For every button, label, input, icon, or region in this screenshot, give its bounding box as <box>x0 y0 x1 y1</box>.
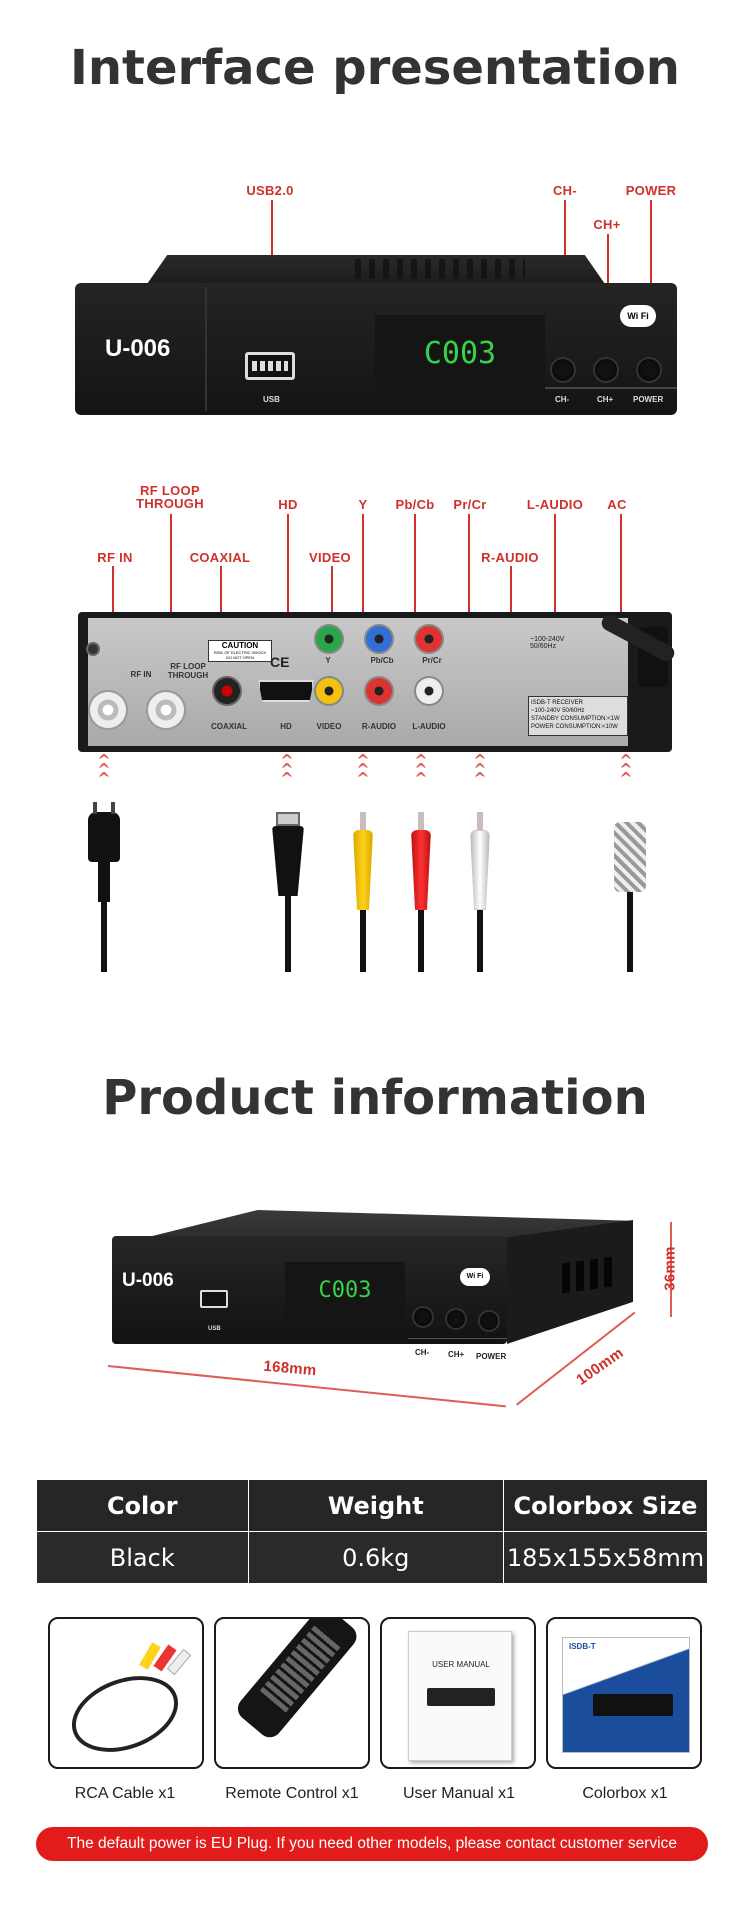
panel-label-rf-in: RF IN <box>130 670 152 679</box>
front-label-ch-minus: CH- <box>555 395 570 404</box>
wifi-badge: Wi Fi <box>620 305 656 327</box>
product-label-power: POWER <box>476 1352 507 1361</box>
panel-label-coaxial: COAXIAL <box>211 722 247 731</box>
callout-ac: AC <box>607 497 627 512</box>
panel-label-l-audio: L-AUDIO <box>412 722 446 731</box>
callout-rf-loop: RF LOOP THROUGH <box>136 483 204 511</box>
callout-rf-in: RF IN <box>97 550 133 565</box>
front-label-ch-plus: CH+ <box>597 395 614 404</box>
spec-header-colorbox: Colorbox Size <box>503 1479 708 1532</box>
hd-port-icon <box>258 680 314 702</box>
product-title: Product information <box>102 1070 648 1126</box>
callout-ch-plus: CH+ <box>593 217 621 232</box>
pb-port-icon <box>364 624 394 654</box>
red-rca-icon <box>408 812 434 972</box>
product-label-ch-minus: CH- <box>415 1348 430 1357</box>
product-usb-label: USB <box>208 1326 221 1332</box>
dim-height: 36mm <box>661 1246 679 1291</box>
panel-voltage: ~100-240V 50/60Hz <box>530 636 565 650</box>
yellow-rca-icon <box>350 812 376 972</box>
colorbox-brand: ISDB-T <box>569 1642 596 1651</box>
panel-label-video: VIDEO <box>316 722 342 731</box>
callout-power: POWER <box>625 183 677 198</box>
notice-banner: The default power is EU Plug. If you nee… <box>36 1827 708 1861</box>
rear-panel: RF IN RF LOOP THROUGH CAUTION RISK OF EL… <box>78 612 672 752</box>
callout-ch-minus: CH- <box>552 183 577 198</box>
panel-sticker: ISDB-T RECEIVER ~100-240V 50/60Hz STANDB… <box>531 700 620 730</box>
spec-value-colorbox: 185x155x58mm <box>503 1531 708 1584</box>
callout-usb: USB2.0 <box>246 183 294 198</box>
rf-in-port-icon <box>88 690 128 730</box>
l-audio-port-icon <box>414 676 444 706</box>
acc-label-rca: RCA Cable x1 <box>74 1785 176 1802</box>
acc-label-remote: Remote Control x1 <box>225 1785 359 1802</box>
panel-label-pb: Pb/Cb <box>370 656 394 665</box>
front-model: U-006 <box>105 335 171 362</box>
spec-value-row: Black 0.6kg 185x155x58mm <box>36 1531 708 1584</box>
power-button <box>636 357 662 383</box>
product-usb-port-icon <box>200 1290 228 1308</box>
video-port-icon <box>314 676 344 706</box>
y-port-icon <box>314 624 344 654</box>
usb-port-label: USB <box>263 395 280 404</box>
ch-minus-button <box>550 357 576 383</box>
panel-label-hd: HD <box>280 722 292 731</box>
spec-header-color: Color <box>36 1479 249 1532</box>
panel-label-pr: Pr/Cr <box>422 656 442 665</box>
callout-pr: Pr/Cr <box>453 497 487 512</box>
spec-value-color: Black <box>36 1531 249 1584</box>
usb-port-icon <box>245 352 295 380</box>
acc-label-colorbox: Colorbox x1 <box>582 1785 668 1802</box>
spec-value-weight: 0.6kg <box>247 1531 505 1584</box>
panel-label-rf-loop: RF LOOP THROUGH <box>167 662 209 680</box>
product-model: U-006 <box>122 1270 174 1291</box>
r-audio-port-icon <box>364 676 394 706</box>
power-plug-icon <box>610 812 650 972</box>
front-device: U-006 USB C003 Wi Fi CH- CH+ POWER <box>75 255 677 415</box>
rf-loop-port-icon <box>146 690 186 730</box>
front-label-power: POWER <box>633 395 664 404</box>
hdmi-cable-icon <box>268 812 308 972</box>
panel-label-y: Y <box>325 656 331 665</box>
white-rca-icon <box>467 812 493 972</box>
callout-l-audio: L-AUDIO <box>526 497 584 512</box>
product-label-ch-plus: CH+ <box>448 1350 465 1359</box>
callout-pb: Pb/Cb <box>395 497 435 512</box>
pr-port-icon <box>414 624 444 654</box>
callout-y: Y <box>358 497 368 512</box>
interface-title: Interface presentation <box>70 40 680 96</box>
acc-label-manual: User Manual x1 <box>402 1785 516 1802</box>
spec-header-weight: Weight <box>247 1479 505 1532</box>
user-manual-icon: USER MANUAL <box>380 1617 536 1769</box>
caution-sub: RISK OF ELECTRIC SHOCK DO NOT OPEN <box>213 650 267 660</box>
ch-plus-button <box>593 357 619 383</box>
caution-label: CAUTION <box>221 641 259 650</box>
callout-hd: HD <box>278 497 298 512</box>
product-lcd: C003 <box>285 1262 405 1320</box>
antenna-cable-icon <box>84 802 124 972</box>
callout-coaxial: COAXIAL <box>189 550 251 565</box>
spec-table: Color Weight Colorbox Size Black 0.6kg 1… <box>36 1479 708 1584</box>
panel-label-r-audio: R-AUDIO <box>361 722 397 731</box>
rca-cable-icon <box>48 1617 204 1769</box>
product-wifi-badge: Wi Fi <box>460 1268 490 1286</box>
callout-r-audio: R-AUDIO <box>481 550 539 565</box>
product-device: U-006 USB C003 Wi Fi <box>100 1210 660 1390</box>
colorbox-icon: ISDB-T <box>546 1617 702 1769</box>
remote-control-icon <box>214 1617 370 1769</box>
manual-cover-title: USER MANUAL <box>432 1660 490 1669</box>
coaxial-port-icon <box>212 676 242 706</box>
spec-header-row: Color Weight Colorbox Size <box>36 1479 708 1532</box>
lcd-display: C003 <box>375 315 545 393</box>
callout-video: VIDEO <box>309 550 351 565</box>
